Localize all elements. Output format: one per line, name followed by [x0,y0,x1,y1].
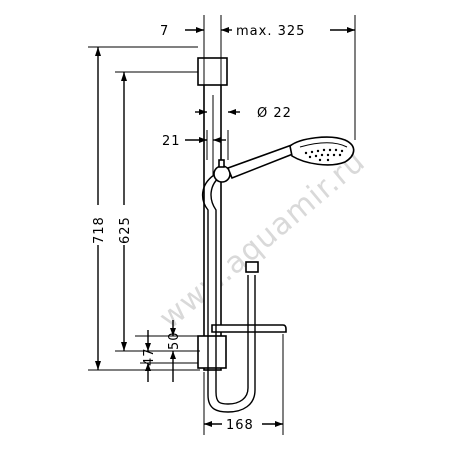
shower-set [197,57,355,413]
dim-7: 7 [160,24,169,39]
shower-hose [201,174,256,413]
dim-50: 50 [167,331,182,350]
dim-max-325: max. 325 [236,24,305,39]
dim-47: 47 [142,347,157,366]
shelf [211,324,287,333]
dim-625: 625 [118,216,133,244]
hose-connector [245,261,259,273]
dimension-lines [88,15,356,435]
bottom-bracket [197,335,227,369]
shower-head [289,136,355,166]
dim-diameter-22: Ø 22 [257,106,292,121]
top-bracket [197,57,228,86]
watermark-text: www.aquamir.ru [153,144,373,336]
dim-21: 21 [162,134,181,149]
spray-nozzles [304,148,344,162]
dim-718: 718 [92,216,107,244]
dim-168: 168 [226,418,254,433]
